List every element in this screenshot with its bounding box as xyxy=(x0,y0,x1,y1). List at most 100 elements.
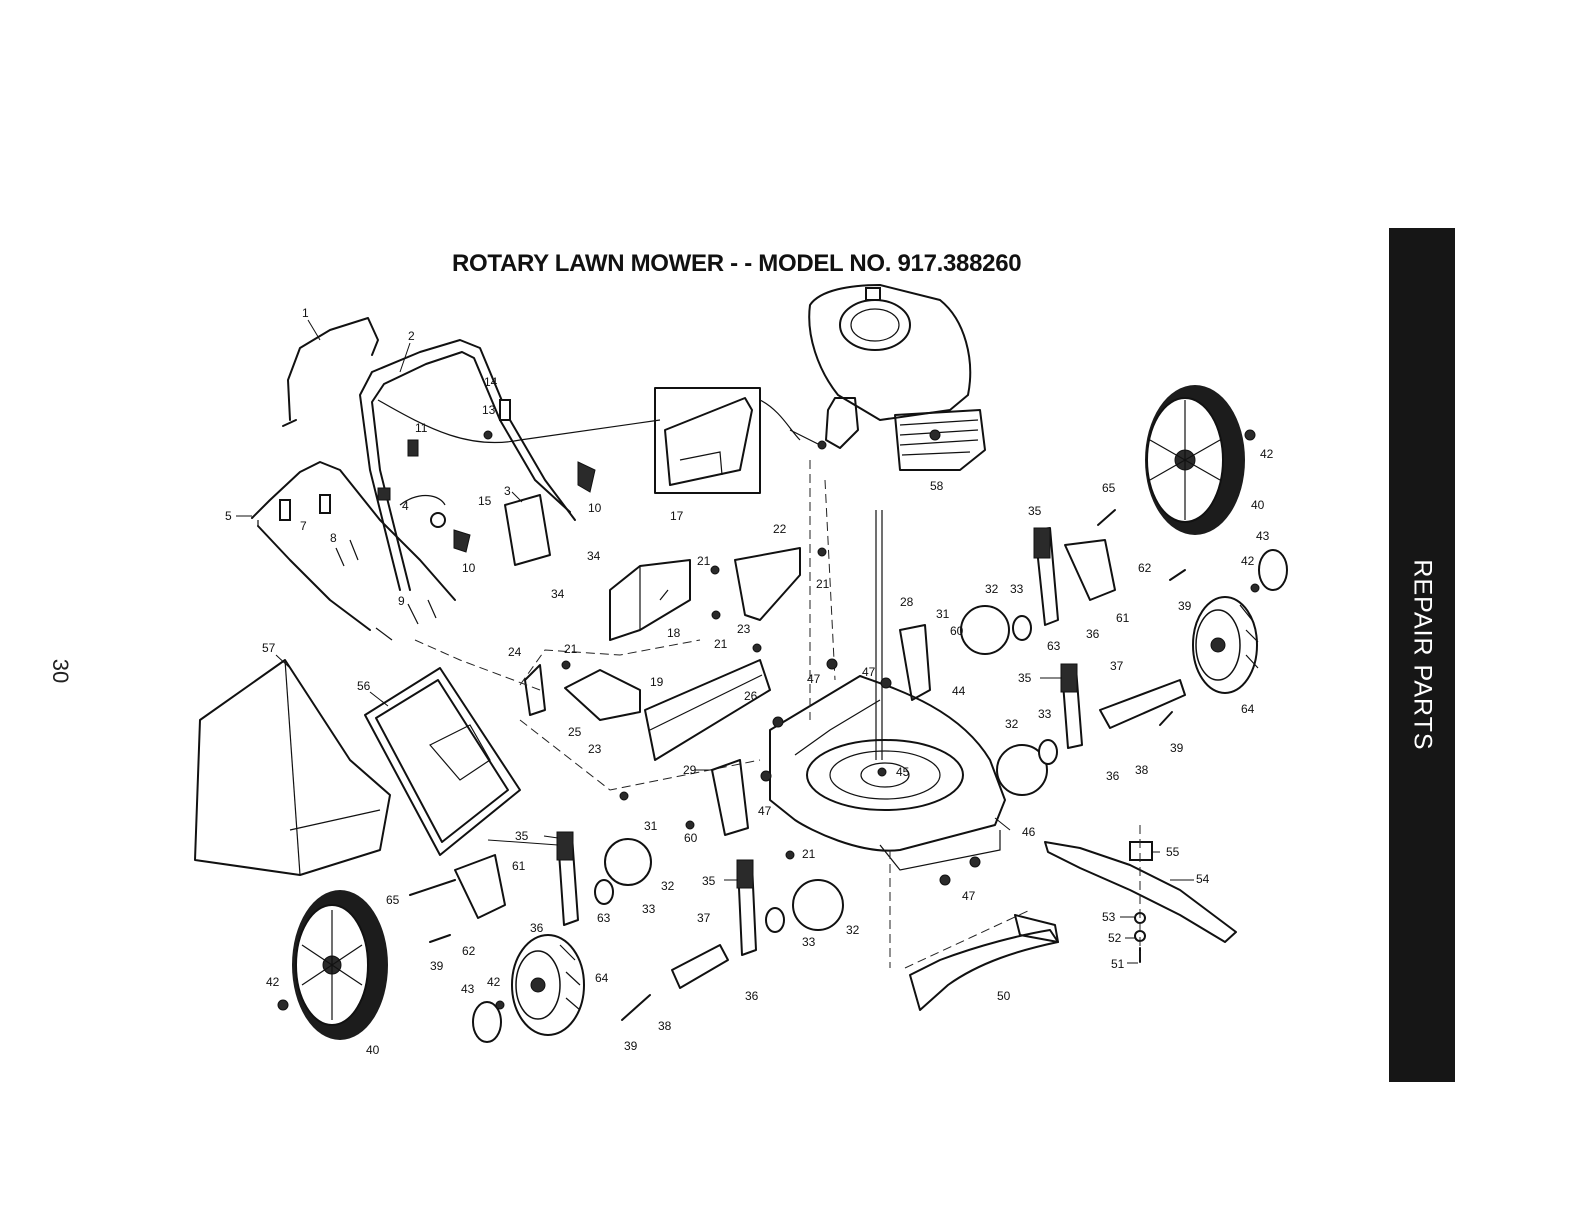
callout-45: 45 xyxy=(896,765,910,779)
callout-28: 28 xyxy=(900,595,914,609)
callout-24: 24 xyxy=(508,645,522,659)
section-tab-label: REPAIR PARTS xyxy=(1408,559,1437,751)
callout-9: 9 xyxy=(398,594,405,608)
door-hinge-22 xyxy=(734,547,801,621)
callout-29: 29 xyxy=(683,763,697,777)
callout-32a: 32 xyxy=(985,582,999,596)
callout-8: 8 xyxy=(330,531,337,545)
callout-42c: 42 xyxy=(266,975,280,989)
callout-35b: 35 xyxy=(1018,671,1032,685)
callout-52: 52 xyxy=(1108,931,1122,945)
callout-50: 50 xyxy=(997,989,1011,1003)
callout-11: 11 xyxy=(415,421,428,435)
rear-wheel-40-right xyxy=(1145,385,1245,535)
callout-21c: 21 xyxy=(714,637,728,651)
bracket-61-and-28 xyxy=(454,539,1116,919)
callout-31b: 31 xyxy=(644,819,658,833)
callout-37b: 37 xyxy=(697,911,711,925)
callout-33c: 33 xyxy=(642,902,656,916)
bracket-24 xyxy=(524,664,546,716)
callout-42a: 42 xyxy=(1260,447,1274,461)
callout-25: 25 xyxy=(568,725,582,739)
callout-60b: 60 xyxy=(684,831,698,845)
hubcap-43 xyxy=(472,549,1288,1043)
callout-10b: 10 xyxy=(462,561,476,575)
callout-23a: 23 xyxy=(737,622,751,636)
callout-61b: 61 xyxy=(512,859,526,873)
callout-35d: 35 xyxy=(702,874,716,888)
callout-35c: 35 xyxy=(515,829,529,843)
callout-65a: 65 xyxy=(1102,481,1116,495)
callout-21b: 21 xyxy=(816,577,830,591)
callout-40b: 40 xyxy=(366,1043,380,1057)
rear-deflector-17 xyxy=(654,387,821,494)
upper-handle-1 xyxy=(282,317,379,427)
blade-54 xyxy=(1044,825,1237,963)
grass-catcher-bag-57 xyxy=(194,659,391,876)
callout-18: 18 xyxy=(667,626,681,640)
callout-44: 44 xyxy=(952,684,966,698)
callout-labels: 1 2 3 4 5 7 8 9 10 10 11 13 14 15 17 18 … xyxy=(225,306,1274,1057)
callout-34b: 34 xyxy=(551,587,565,601)
callout-37a: 37 xyxy=(1110,659,1124,673)
callout-4: 4 xyxy=(402,499,409,513)
callout-36d: 36 xyxy=(745,989,759,1003)
handle-small-parts xyxy=(279,399,596,641)
callout-1: 1 xyxy=(302,306,309,320)
baffle-50 xyxy=(909,914,1059,1011)
callout-36c: 36 xyxy=(530,921,544,935)
callout-51: 51 xyxy=(1111,957,1125,971)
callout-56: 56 xyxy=(357,679,371,693)
washers-33 xyxy=(594,615,1058,933)
callout-21e: 21 xyxy=(802,847,816,861)
mower-deck-46 xyxy=(769,675,1006,871)
callout-53: 53 xyxy=(1102,910,1116,924)
axles-37 xyxy=(671,679,1186,989)
callout-46: 46 xyxy=(1022,825,1036,839)
callout-60a: 60 xyxy=(950,624,964,638)
grass-bag-frame-56 xyxy=(364,667,521,856)
callout-47c: 47 xyxy=(758,804,772,818)
callout-5: 5 xyxy=(225,509,232,523)
callout-36b: 36 xyxy=(1106,769,1120,783)
height-adjuster-levers xyxy=(556,527,1083,956)
callout-64b: 64 xyxy=(595,971,609,985)
lower-handle-5 xyxy=(251,461,456,631)
callout-63a: 63 xyxy=(1047,639,1061,653)
bolts-and-nuts xyxy=(277,429,1260,1021)
callout-15: 15 xyxy=(478,494,492,508)
callout-13: 13 xyxy=(482,403,496,417)
bracket-18 xyxy=(609,559,691,641)
callout-65b: 65 xyxy=(386,893,400,907)
callout-32d: 32 xyxy=(846,923,860,937)
callout-61a: 61 xyxy=(1116,611,1130,625)
callout-32b: 32 xyxy=(1005,717,1019,731)
callout-39d: 39 xyxy=(624,1039,638,1053)
callout-23b: 23 xyxy=(588,742,602,756)
callout-39c: 39 xyxy=(430,959,444,973)
callout-17: 17 xyxy=(670,509,684,523)
section-tab: REPAIR PARTS xyxy=(1389,228,1455,1082)
callout-43b: 43 xyxy=(461,982,475,996)
callout-2: 2 xyxy=(408,329,415,343)
callout-10a: 10 xyxy=(588,501,602,515)
callout-54: 54 xyxy=(1196,872,1210,886)
callout-38a: 38 xyxy=(1135,763,1149,777)
callout-32c: 32 xyxy=(661,879,675,893)
callout-62a: 62 xyxy=(1138,561,1152,575)
page-title: ROTARY LAWN MOWER - - MODEL NO. 917.3882… xyxy=(452,250,1022,277)
callout-7: 7 xyxy=(300,519,307,533)
callout-3: 3 xyxy=(504,484,511,498)
callout-31a: 31 xyxy=(936,607,950,621)
front-wheel-64-left xyxy=(511,934,585,1036)
callout-33b: 33 xyxy=(1038,707,1052,721)
front-wheel-64-right xyxy=(1192,596,1259,694)
gear-plates-32 xyxy=(604,605,1048,931)
rear-guard-25 xyxy=(564,669,641,721)
upper-handle-2 xyxy=(359,339,661,591)
callout-57: 57 xyxy=(262,641,276,655)
callout-19: 19 xyxy=(650,675,664,689)
callout-35a: 35 xyxy=(1028,504,1042,518)
callout-14: 14 xyxy=(484,375,498,389)
callout-40a: 40 xyxy=(1251,498,1265,512)
